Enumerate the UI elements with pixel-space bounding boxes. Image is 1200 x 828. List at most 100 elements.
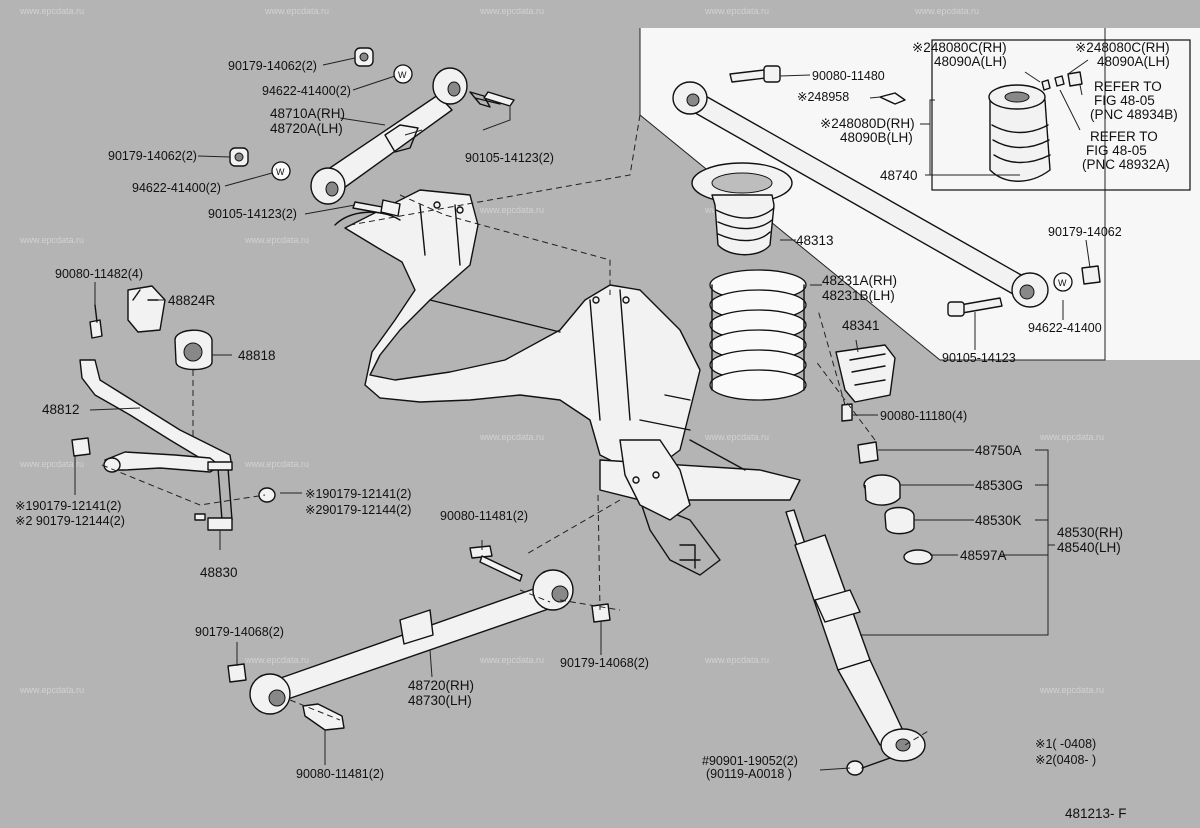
shock-hardware (857, 441, 933, 565)
inset-border (639, 28, 1106, 361)
label-nut-lower-left: 90179-14068(2) (195, 625, 284, 639)
label-shock-bolt: #90901-19052(2) (702, 754, 798, 768)
lateral-control-rod: W (672, 65, 1101, 317)
label-nut-mid: 90179-14062(2) (108, 149, 197, 163)
watermark: www.epcdata.ru (19, 6, 84, 16)
label-inset-bolt-bottom: 90105-14123 (942, 351, 1016, 365)
label-insulator: 48313 (796, 233, 834, 248)
label-bolt-mid: 90105-14123(2) (208, 207, 297, 221)
label-upper-arm-lh: 48720A(LH) (270, 121, 343, 136)
label-washer-mid: 94622-41400(2) (132, 181, 221, 195)
label-link: 48830 (200, 565, 238, 580)
label-shock-rh: 48530(RH) (1057, 525, 1123, 540)
label-shock-bolt-alt: (90119-A0018 ) (706, 767, 792, 781)
watermark: www.epcdata.ru (19, 459, 84, 469)
label-bolt-lower-bottom: 90080-11481(2) (296, 767, 384, 781)
lower-arm-hardware (227, 545, 611, 731)
label-stabilizer: 48812 (42, 402, 80, 417)
label-link-nut-left-2: ※2 90179-12144(2) (15, 514, 125, 528)
watermark: www.epcdata.ru (244, 459, 309, 469)
washer-mark: W (1058, 278, 1067, 288)
label-lower-arm-rh: 48720(RH) (408, 678, 474, 693)
label-nut-lower-right: 90179-14068(2) (560, 656, 649, 670)
leader-lines (74, 57, 1091, 771)
upper-insulator (691, 162, 793, 256)
watermark: www.epcdata.ru (1039, 432, 1104, 442)
label-bolt-lower-top: 90080-11481(2) (440, 509, 528, 523)
label-link-nut-2: ※290179-12144(2) (305, 503, 411, 517)
label-inset-sub-left-1: ※248080C(RH) (912, 40, 1007, 55)
label-inset-bushing-lh: 48090B(LH) (840, 130, 913, 145)
label-refer2-1: REFER TO (1090, 129, 1158, 144)
label-refer1-3: (PNC 48934B) (1090, 107, 1178, 122)
label-spring-rh: 48231A(RH) (822, 273, 897, 288)
label-refer2-3: (PNC 48932A) (1082, 157, 1170, 172)
label-bolt-bracket: 90080-11482(4) (55, 267, 143, 281)
label-refer1-1: REFER TO (1094, 79, 1162, 94)
upper-arm-hardware: W W (229, 47, 515, 217)
label-link-nut-left-1: ※190179-12141(2) (15, 499, 121, 513)
washer-mark: W (276, 167, 285, 177)
legend-note-1: ※1( -0408) (1035, 737, 1096, 751)
washer-mark: W (398, 70, 407, 80)
watermark: www.epcdata.ru (704, 655, 769, 665)
label-bush: 48818 (238, 348, 276, 363)
axle-housing (334, 189, 801, 576)
watermark: www.epcdata.ru (264, 6, 329, 16)
bump-stopper (835, 344, 896, 422)
diagram-code: 481213- F (1065, 806, 1127, 821)
label-bolt-bumper: 90080-11180(4) (880, 409, 967, 423)
inset-sub-box (931, 39, 1191, 191)
watermark: www.epcdata.ru (19, 235, 84, 245)
label-bumper: 48341 (842, 318, 880, 333)
stabilizer-bracket (71, 285, 276, 503)
label-inset-washer: 94622-41400 (1028, 321, 1102, 335)
label-inset-sub-right-2: 48090A(LH) (1097, 54, 1170, 69)
label-upper-arm-rh: 48710A(RH) (270, 106, 345, 121)
upper-control-arm (310, 67, 468, 205)
lower-control-arm (249, 569, 574, 715)
label-inset-sub-left-2: 48090A(LH) (934, 54, 1007, 69)
label-inset-nut: 90179-14062 (1048, 225, 1122, 239)
label-nut-top: 90179-14062(2) (228, 59, 317, 73)
legend-note-2: ※2(0408- ) (1035, 753, 1096, 767)
label-bolt-upper: 90105-14123(2) (465, 151, 554, 165)
watermark: www.epcdata.ru (244, 235, 309, 245)
label-link-nut-1: ※190179-12141(2) (305, 487, 411, 501)
inset-labels: 90080-11480 ※248958 ※248080D(RH) 48090B(… (797, 40, 1178, 365)
label-shock-k: 48530K (975, 513, 1022, 528)
watermark: www.epcdata.ru (479, 432, 544, 442)
watermark: www.epcdata.ru (244, 655, 309, 665)
coil-spring (709, 269, 807, 401)
label-inset-sub-right-1: ※248080C(RH) (1075, 40, 1170, 55)
label-refer2-2: FIG 48-05 (1086, 143, 1147, 158)
label-washer-top: 94622-41400(2) (262, 84, 351, 98)
label-spring-lh: 48231B(LH) (822, 288, 895, 303)
label-shock-lh: 48540(LH) (1057, 540, 1121, 555)
label-inset-bolt-top: 90080-11480 (812, 69, 885, 83)
label-shock-washer: 48597A (960, 548, 1007, 563)
watermark: www.epcdata.ru (704, 432, 769, 442)
watermark: www.epcdata.ru (1039, 685, 1104, 695)
label-inset-bushing-rh: ※248080D(RH) (820, 116, 915, 131)
watermark: www.epcdata.ru (19, 685, 84, 695)
inset-bushing-detail (988, 71, 1083, 182)
label-inset-grommet: ※248958 (797, 90, 849, 104)
part-labels: 90179-14062(2) 94622-41400(2) 48710A(RH)… (15, 59, 1127, 821)
shock-absorber (785, 509, 926, 776)
watermark: www.epcdata.ru (914, 6, 979, 16)
label-shock-g: 48530G (975, 478, 1023, 493)
label-lower-arm-lh: 48730(LH) (408, 693, 472, 708)
label-refer1-2: FIG 48-05 (1094, 93, 1155, 108)
label-bracket: 48824R (168, 293, 216, 308)
label-inset-rod: 48740 (880, 168, 918, 183)
dashed-lines (101, 114, 931, 746)
watermark: www.epcdata.ru (479, 655, 544, 665)
label-shock-nut: 48750A (975, 443, 1022, 458)
watermark: www.epcdata.ru (704, 6, 769, 16)
stabilizer-bar (79, 359, 233, 531)
watermark: www.epcdata.ru (479, 205, 544, 215)
watermark: www.epcdata.ru (479, 6, 544, 16)
